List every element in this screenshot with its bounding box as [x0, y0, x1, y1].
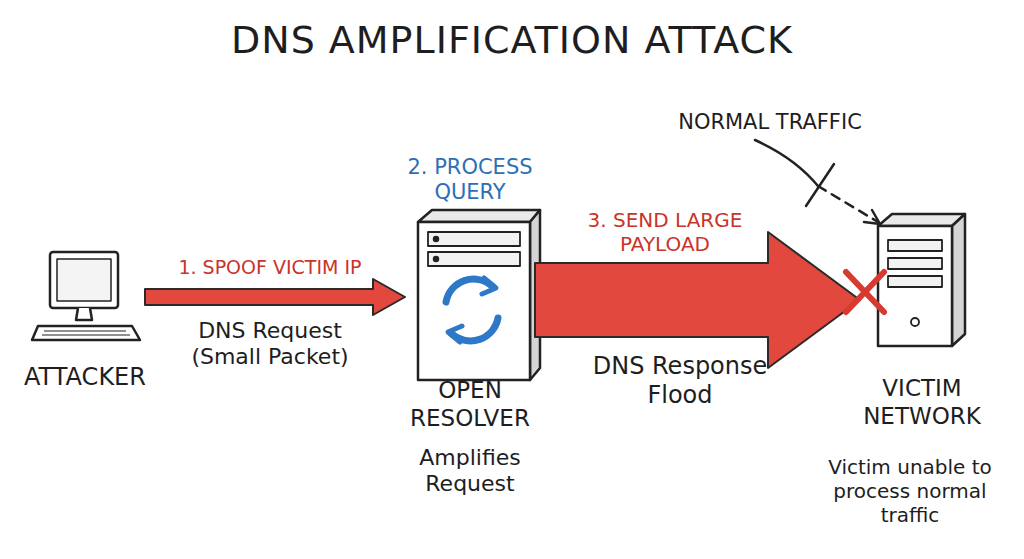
- request-note: DNS Request (Small Packet): [170, 318, 370, 371]
- normal-traffic-leader: [755, 140, 880, 224]
- diagram-title: DNS AMPLIFICATION ATTACK: [0, 18, 1024, 62]
- response-note: DNS Response Flood: [575, 352, 785, 410]
- attacker-node: ATTACKER: [25, 245, 145, 395]
- edge-label: 3. SEND LARGE PAYLOAD: [550, 208, 780, 256]
- victim-node: VICTIM NETWORKVictim unable to process n…: [860, 210, 985, 530]
- computer-icon: [32, 252, 140, 340]
- request-arrow: [145, 279, 405, 315]
- edge-label: 1. SPOOF VICTIM IP: [150, 256, 390, 279]
- node-label: VICTIM NETWORK: [852, 375, 992, 430]
- node-description: Victim unable to process normal traffic: [805, 455, 1015, 527]
- resolver-server-icon: [418, 210, 540, 380]
- resolver-node: 2. PROCESS QUERYOPEN RESOLVERAmplifies R…: [405, 155, 535, 500]
- step-label: 2. PROCESS QUERY: [395, 155, 545, 205]
- process-cycle-symbol: [446, 278, 498, 342]
- node-label: OPEN RESOLVER: [400, 377, 540, 432]
- blocked-cross: [846, 272, 884, 312]
- node-label: ATTACKER: [5, 363, 165, 392]
- traffic-label: NORMAL TRAFFIC: [655, 110, 885, 135]
- victim-server-icon: [878, 214, 965, 346]
- node-description: Amplifies Request: [400, 445, 540, 498]
